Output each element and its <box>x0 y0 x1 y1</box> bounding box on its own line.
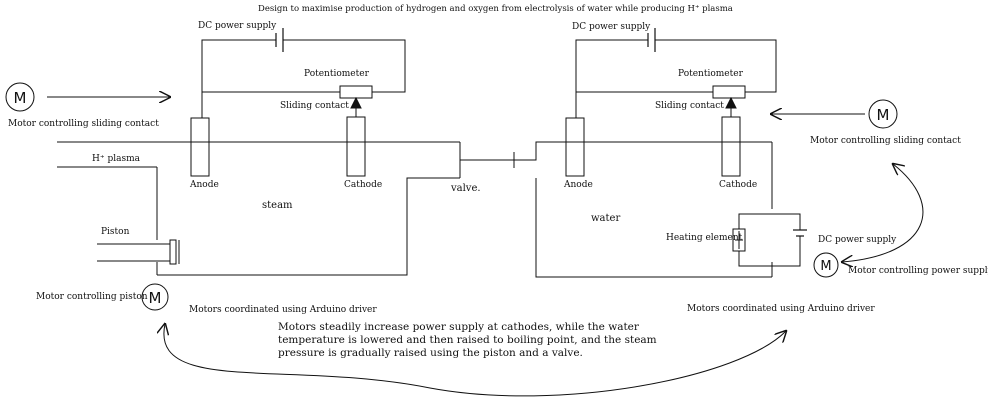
valve-label: valve. <box>451 183 481 194</box>
right-potentiometer-label: Potentiometer <box>678 69 743 79</box>
piston-label: Piston <box>101 227 130 237</box>
right-arduino-label: Motors coordinated using Arduino driver <box>687 304 875 314</box>
diagram-title: Design to maximise production of hydroge… <box>258 4 733 14</box>
steam-label: steam <box>262 200 293 211</box>
piston <box>97 239 180 265</box>
power-supply-motor-symbol <box>813 252 839 278</box>
left-power-supply-label: DC power supply <box>198 21 277 31</box>
steam-chamber <box>57 141 460 276</box>
process-description: Motors steadily increase power supply at… <box>278 321 657 359</box>
plasma-label: H⁺ plasma <box>92 154 140 164</box>
left-anode-electrode <box>190 117 210 177</box>
left-motor-sliding-label: Motor controlling sliding contact <box>8 119 159 129</box>
heater-power-supply-label: DC power supply <box>818 235 897 245</box>
heating-element-label: Heating element <box>666 233 743 243</box>
water-chamber <box>535 142 773 278</box>
left-sliding-contact-label: Sliding contact <box>280 101 349 111</box>
piston-motor-label: Motor controlling piston <box>36 292 148 302</box>
right-sliding-contact-arrow <box>725 96 737 109</box>
piston-motor-symbol <box>141 283 169 311</box>
left-sliding-motor-letter: M <box>14 89 27 107</box>
right-power-supply-label: DC power supply <box>572 22 651 32</box>
right-anode-label: Anode <box>564 180 593 190</box>
motor-link-right-arrow <box>842 164 924 262</box>
power-supply-motor-letter: M <box>820 259 831 274</box>
right-power-circuit <box>575 28 777 118</box>
left-anode-label: Anode <box>190 180 219 190</box>
right-sliding-contact-label: Sliding contact <box>655 101 724 111</box>
piston-motor-letter: M <box>149 289 162 307</box>
right-sliding-motor-symbol <box>868 99 898 129</box>
heating-element <box>732 213 807 267</box>
right-potentiometer-resistor <box>712 85 746 99</box>
right-cathode-electrode <box>721 116 741 177</box>
left-potentiometer-label: Potentiometer <box>304 69 369 79</box>
power-supply-motor-label: Motor controlling power supply <box>848 266 988 276</box>
motor-link-bottom-arrow <box>164 324 786 397</box>
left-arduino-label: Motors coordinated using Arduino driver <box>189 305 377 315</box>
water-label: water <box>591 213 621 224</box>
left-sliding-contact-arrow <box>350 96 362 109</box>
right-cathode-label: Cathode <box>719 180 758 190</box>
right-sliding-motor-letter: M <box>877 106 890 124</box>
right-motor-sliding-label: Motor controlling sliding contact <box>810 136 961 146</box>
left-sliding-motor-symbol <box>5 82 35 112</box>
left-cathode-label: Cathode <box>344 180 383 190</box>
left-power-circuit <box>201 28 406 118</box>
right-anode-electrode <box>565 117 585 177</box>
valve <box>459 141 772 178</box>
left-cathode-electrode <box>346 116 366 177</box>
left-potentiometer-resistor <box>339 85 373 99</box>
